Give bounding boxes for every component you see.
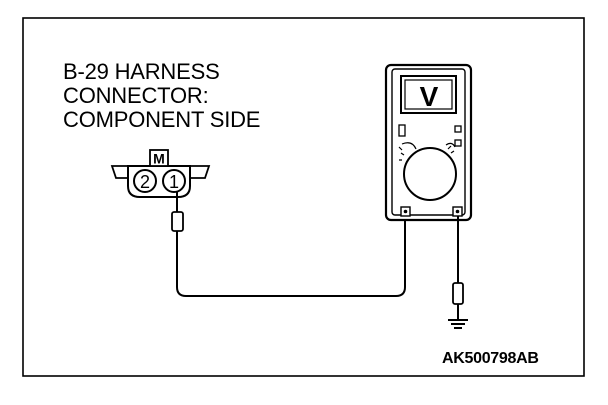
figure-id: AK500798AB: [442, 350, 539, 367]
meter-display-inner: [404, 79, 453, 110]
connector-right-flange: [189, 165, 211, 179]
voltmeter: V: [384, 63, 473, 222]
dial-arc-right: [445, 142, 456, 148]
dial-arc-left: [401, 142, 417, 150]
harness-connector: M 2 1: [110, 149, 211, 198]
com-jack-hole: [403, 209, 408, 214]
indicator-square-icon: [454, 125, 462, 133]
probe-tip: [171, 211, 184, 232]
meter-inner-bezel: [391, 68, 466, 216]
dial-tick-marks-right: [447, 145, 455, 154]
connector-caption: B-29 HARNESS CONNECTOR: COMPONENT SIDE: [63, 60, 260, 132]
rotary-dial: [403, 147, 457, 201]
pin-2: [133, 169, 157, 193]
volt-jack-hole: [455, 209, 460, 214]
connector-key-tab: [149, 149, 169, 167]
dial-tick-marks-left: [398, 146, 405, 161]
caption-line-1: B-29 HARNESS: [63, 59, 220, 84]
test-lead-wire: [176, 213, 406, 297]
caption-line-3: COMPONENT SIDE: [63, 107, 261, 132]
figure-frame: [22, 17, 585, 377]
caption-line-2: CONNECTOR:: [63, 83, 209, 108]
meter-display: [400, 75, 457, 114]
test-probe-pin1: [171, 192, 184, 240]
ground-test-lead: [448, 216, 468, 329]
indicator-square-icon: [454, 139, 462, 147]
range-switch-icon: [398, 124, 406, 137]
pin-2-label: 2: [140, 172, 150, 192]
pin-1: [162, 169, 186, 193]
connector-left-flange: [110, 165, 129, 179]
voltage-symbol: V: [420, 81, 439, 112]
ground-probe-body: [452, 282, 464, 305]
pin-1-label: 1: [169, 172, 179, 192]
connector-marker-label: M: [153, 151, 165, 167]
